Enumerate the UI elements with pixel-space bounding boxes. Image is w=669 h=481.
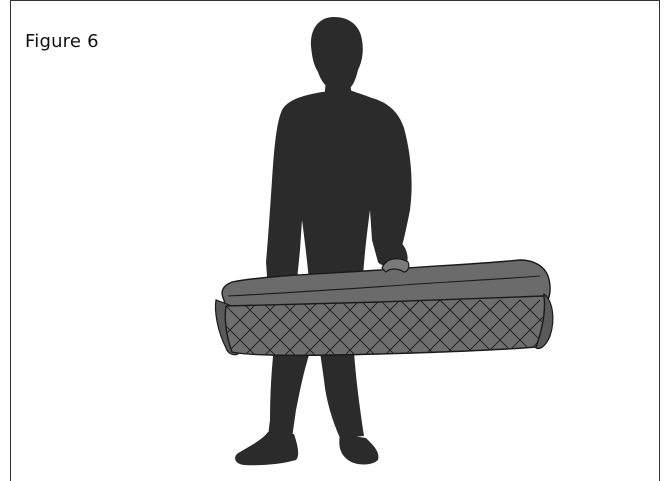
person-silhouette-icon xyxy=(235,17,412,465)
carrying-case-icon xyxy=(200,259,580,360)
